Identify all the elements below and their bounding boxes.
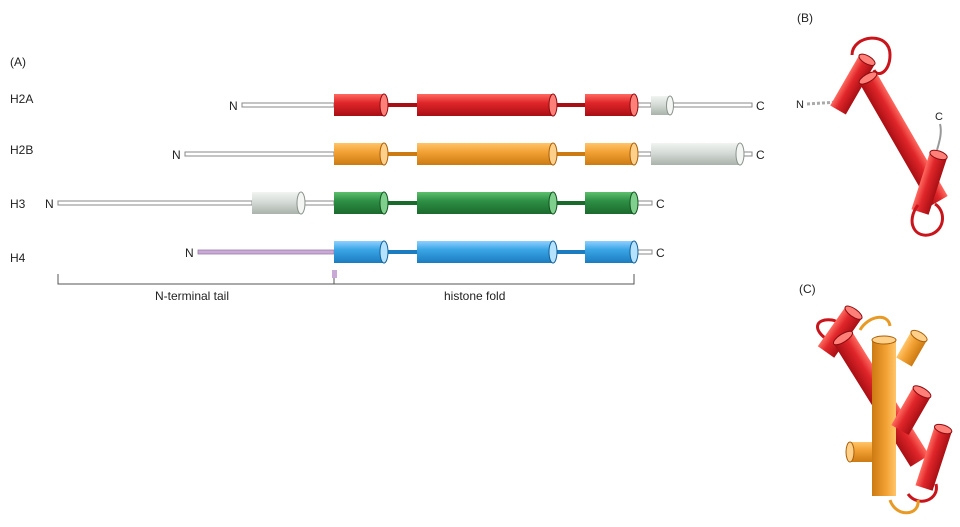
linker-h3-2 xyxy=(553,201,585,205)
c-terminus-h2b: C xyxy=(756,148,765,162)
c-terminus-h4: C xyxy=(656,246,665,260)
helix-h3-2 xyxy=(417,191,558,215)
helix-c-red-4 xyxy=(891,385,932,435)
helix-h2b-1 xyxy=(334,142,389,166)
helix-h2b-3 xyxy=(585,142,639,166)
panel-b: (B) N C xyxy=(796,11,948,237)
tail-line-h4 xyxy=(197,249,335,255)
tail-line-h2a xyxy=(241,102,335,108)
panel-a-label: (A) xyxy=(10,55,26,69)
n-terminus-b: N xyxy=(796,99,804,111)
helix-h2a-3 xyxy=(585,93,639,117)
helix-h2a-1 xyxy=(334,93,389,117)
row-label-h4: H4 xyxy=(10,251,26,265)
n-terminus-h2a: N xyxy=(229,99,238,113)
linker-h3-0 xyxy=(300,200,335,206)
row-h2b: H2B N C xyxy=(10,142,765,166)
tail-line-h2b xyxy=(184,151,335,157)
extra-helix-h3 xyxy=(252,191,306,215)
n-terminus-h2b: N xyxy=(172,148,181,162)
linker-h2a-1 xyxy=(384,103,417,107)
row-label-h2a: H2A xyxy=(10,92,33,106)
helix-b-1 xyxy=(830,53,876,115)
linker-h2b-1 xyxy=(384,152,417,156)
row-h2a: H2A N C xyxy=(10,92,765,117)
bracket-n-terminal-tail: N-terminal tail xyxy=(57,270,337,303)
linker-h2a-2 xyxy=(553,103,585,107)
tail-line-h3 xyxy=(57,200,253,206)
panel-c: (C) xyxy=(799,282,953,515)
c-terminus-b: C xyxy=(935,111,943,123)
linker-h3-1 xyxy=(384,201,417,205)
bracket-tail-label: N-terminal tail xyxy=(155,289,229,303)
row-h3: H3 N C xyxy=(10,191,665,215)
helix-c-orange-3 xyxy=(896,329,928,367)
helix-h4-3 xyxy=(585,240,639,264)
extra-helix-h2b xyxy=(651,142,745,166)
bracket-histone-fold: histone fold xyxy=(333,274,635,303)
n-terminus-h4: N xyxy=(185,246,194,260)
c-terminus-h3: C xyxy=(656,197,665,211)
row-label-h3: H3 xyxy=(10,197,26,211)
helix-c-orange-2 xyxy=(871,335,897,496)
bracket-fold-label: histone fold xyxy=(444,289,505,303)
helix-c-red-3 xyxy=(915,423,953,491)
helix-c-red-1 xyxy=(817,305,863,358)
row-h4: H4 N C xyxy=(10,240,665,265)
n-terminus-h3: N xyxy=(45,197,54,211)
panel-a: (A) H2A N xyxy=(10,55,765,303)
helix-h4-2 xyxy=(417,240,558,264)
linker-h2b-2 xyxy=(553,152,585,156)
linker-h4-2 xyxy=(553,250,585,254)
c-terminus-h2a: C xyxy=(756,99,765,113)
helix-h2b-2 xyxy=(417,142,558,166)
linker-h4-1 xyxy=(384,250,417,254)
helix-h3-3 xyxy=(585,191,639,215)
helix-b-3 xyxy=(911,149,948,215)
panel-c-label: (C) xyxy=(799,282,816,296)
extra-helix-h2a xyxy=(651,95,674,116)
helix-h4-1 xyxy=(334,240,389,264)
tail-c-h2a xyxy=(669,102,753,108)
panel-b-label: (B) xyxy=(797,11,813,25)
helix-h3-1 xyxy=(334,191,389,215)
row-label-h2b: H2B xyxy=(10,143,33,157)
helix-h2a-2 xyxy=(417,93,558,117)
